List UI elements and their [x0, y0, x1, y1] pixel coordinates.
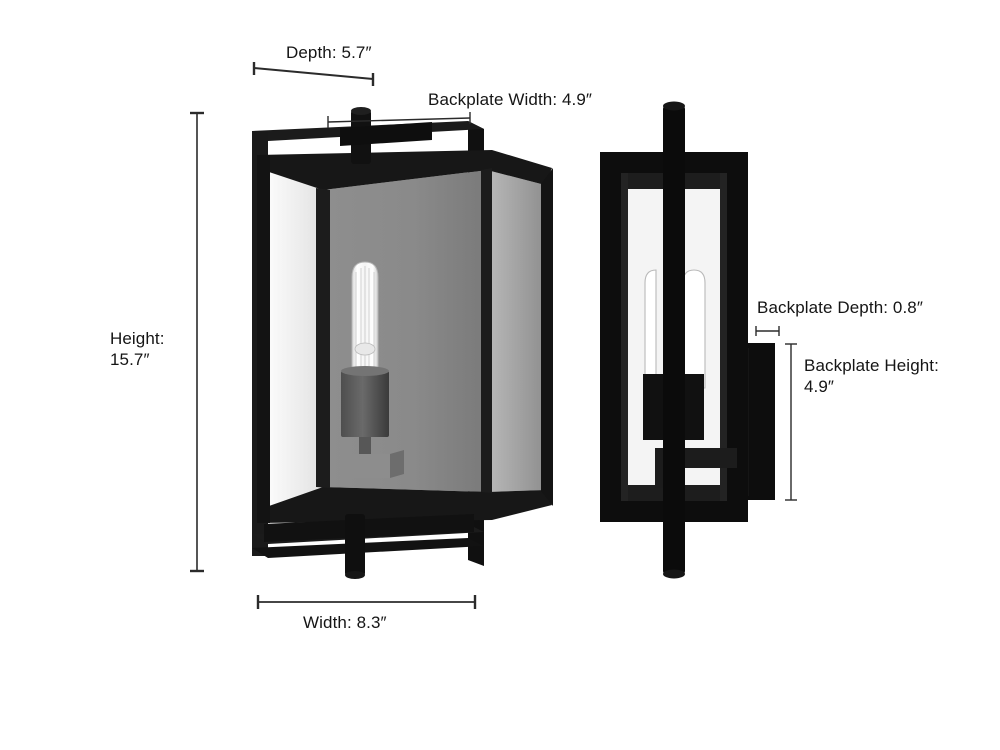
height-dimension-line: [190, 111, 204, 573]
bottom-crossbar: [264, 514, 474, 542]
dimension-lines-layer: [190, 62, 797, 609]
top-crossbar: [340, 122, 432, 146]
side-view-fixture: [600, 101, 775, 579]
backplate-height-dimension-line: [785, 343, 797, 501]
side-inner-frame-left: [621, 173, 628, 501]
socket-stem: [359, 437, 371, 454]
glass-panel-front: [323, 170, 487, 492]
side-vertical-stem: [663, 105, 685, 575]
cage-bottom-rail-lower: [252, 538, 484, 558]
inner-frame-corner-post: [316, 188, 330, 488]
backplate: [747, 343, 775, 500]
backplate-height-label: Backplate Height: 4.9″: [804, 356, 939, 396]
socket-top: [341, 366, 389, 376]
backplate-depth-label: Backplate Depth: 0.8″: [757, 298, 923, 317]
socket-base-plate: [343, 454, 390, 478]
depth-dimension-line: [252, 62, 375, 86]
socket-base-plate-shadow: [390, 450, 404, 478]
glass-panel-left: [269, 172, 323, 506]
depth-label: Depth: 5.7″: [286, 43, 372, 62]
light-bulb: [351, 261, 379, 374]
bulb-filament-base: [354, 342, 376, 356]
bottom-stem-cap: [345, 571, 365, 579]
glass-panel-right: [487, 170, 545, 492]
top-stem-cap: [351, 107, 371, 115]
side-bulb-glass-right: [682, 269, 706, 389]
front-view-fixture: [252, 107, 553, 579]
side-bulb-glass-left: [644, 269, 657, 376]
inner-frame-back-post: [541, 168, 553, 506]
backplate-depth-dimension-line: [755, 326, 780, 336]
backplate-width-dimension-line: [327, 112, 471, 128]
side-stem-top-cap: [663, 101, 685, 111]
inner-frame-right-post: [481, 168, 492, 493]
inner-frame-left-post: [257, 155, 270, 523]
inner-frame-top: [257, 150, 552, 190]
height-label: Height: 15.7″: [110, 329, 165, 369]
side-inner-frame-right: [720, 173, 727, 501]
side-stem-bottom-cap: [663, 569, 685, 579]
bulb-socket: [341, 371, 389, 437]
backplate-width-label: Backplate Width: 4.9″: [428, 90, 593, 109]
width-dimension-line: [256, 595, 477, 609]
width-label: Width: 8.3″: [303, 613, 387, 632]
inner-frame-bottom: [257, 487, 552, 523]
bottom-stem: [345, 514, 365, 576]
